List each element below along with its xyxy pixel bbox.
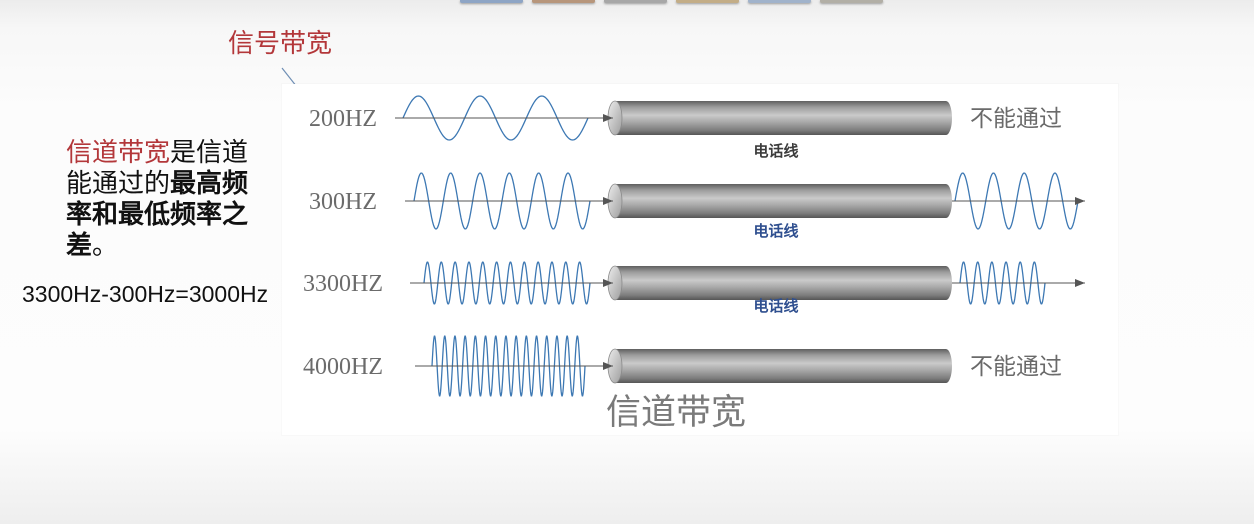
signal-row-200hz: 200HZ 电话线 不能通过 — [309, 95, 1062, 160]
definition-line: 能通过的最高频 — [66, 169, 248, 200]
signal-bandwidth-label: 信号带宽 — [228, 29, 333, 59]
header-thumbnail[interactable] — [604, 0, 667, 3]
passed-output — [952, 261, 1085, 305]
telephone-line-label: 电话线 — [753, 142, 798, 160]
definition-emphasis: 率和最低频率之 — [66, 200, 249, 230]
header-thumbnail[interactable] — [532, 0, 595, 3]
definition-term: 信道带宽 — [66, 138, 171, 168]
bandwidth-formula: 3300Hz-300Hz=3000Hz — [22, 281, 269, 307]
passed-output — [952, 172, 1085, 230]
frequency-label: 3300HZ — [303, 271, 383, 297]
definition-line: 差。 — [66, 231, 248, 262]
telephone-line-cylinder — [607, 100, 952, 136]
channel-bandwidth-diagram: 200HZ 电话线 不能通过 300HZ 电话线 — [282, 84, 1118, 435]
diagram-title: 信道带宽 — [606, 393, 746, 433]
definition-line: 率和最低频率之 — [66, 200, 248, 231]
signal-row-4000hz: 4000HZ 不能通过 — [303, 335, 1062, 397]
frequency-label: 300HZ — [309, 189, 377, 215]
diagram-canvas: 200HZ 电话线 不能通过 300HZ 电话线 — [303, 95, 1085, 433]
definition-emphasis: 差 — [66, 231, 93, 261]
header-thumbnail[interactable] — [820, 0, 883, 3]
header-thumbnail-strip — [460, 0, 883, 3]
signal-row-3300hz: 3300HZ 电话线 — [303, 261, 1085, 315]
cylinder-body — [615, 349, 952, 383]
telephone-line-label: 电话线 — [753, 222, 798, 240]
definition-text: 能通过的 — [66, 169, 171, 199]
signal-row-300hz: 300HZ 电话线 — [309, 172, 1085, 240]
frequency-label: 200HZ — [309, 106, 377, 132]
cylinder-body — [615, 101, 952, 135]
definition-line: 信道带宽是信道 — [66, 138, 248, 169]
cylinder-body — [615, 266, 952, 300]
header-thumbnail[interactable] — [676, 0, 739, 3]
channel-bandwidth-definition: 信道带宽是信道 能通过的最高频 率和最低频率之 差。 — [66, 138, 248, 262]
telephone-line-label: 电话线 — [753, 297, 798, 315]
telephone-line-cylinder — [607, 183, 952, 219]
header-thumbnail[interactable] — [748, 0, 811, 3]
telephone-line-cylinder — [607, 348, 952, 384]
blocked-result-label: 不能通过 — [970, 354, 1062, 380]
header-thumbnail[interactable] — [460, 0, 523, 3]
frequency-label: 4000HZ — [303, 354, 383, 380]
telephone-line-cylinder — [607, 265, 952, 301]
definition-emphasis: 最高频 — [170, 169, 249, 199]
cylinder-body — [615, 184, 952, 218]
definition-text: 是信道 — [170, 138, 249, 168]
definition-text: 。 — [92, 231, 119, 261]
blocked-result-label: 不能通过 — [970, 106, 1062, 132]
